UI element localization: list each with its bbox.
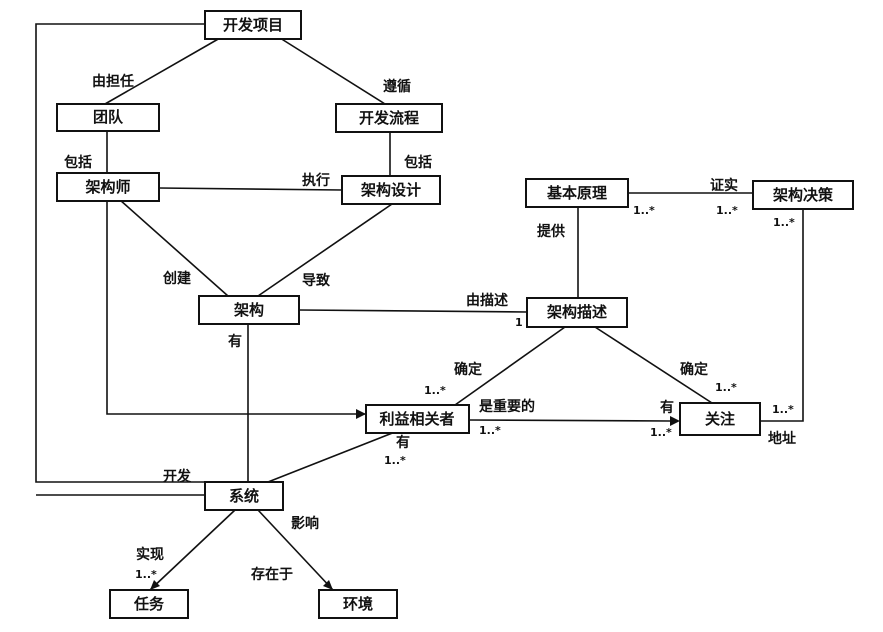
label-address: 地址 xyxy=(768,430,796,447)
label-develops: 开发 xyxy=(163,468,192,485)
edge-project-team xyxy=(104,37,221,105)
svg-text:架构设计: 架构设计 xyxy=(360,181,421,199)
svg-text:利益相关者: 利益相关者 xyxy=(379,410,454,428)
svg-text:基本原理: 基本原理 xyxy=(546,184,607,202)
svg-text:环境: 环境 xyxy=(343,595,373,613)
edge-stakeholder-concern xyxy=(468,419,671,422)
edge-project-process xyxy=(279,37,386,105)
mult-task-top: 1..* xyxy=(135,568,157,581)
svg-text:架构决策: 架构决策 xyxy=(772,186,834,204)
arrowhead-stakeholder xyxy=(356,409,366,419)
node-stakeholder: 利益相关者 xyxy=(365,404,470,434)
mult-description-one: 1 xyxy=(515,316,523,329)
node-concern: 关注 xyxy=(679,402,761,436)
edge-concern-decision xyxy=(760,209,804,422)
node-arch-design: 架构设计 xyxy=(341,175,441,205)
mult-stakeholder-right: 1..* xyxy=(479,424,501,437)
label-includes-process: 包括 xyxy=(404,154,432,171)
label-by-describe: 由描述 xyxy=(466,292,508,309)
svg-text:开发流程: 开发流程 xyxy=(359,109,419,127)
edges xyxy=(35,23,804,591)
node-task: 任务 xyxy=(109,589,189,619)
label-leads-to: 导致 xyxy=(302,272,331,289)
label-exists-in: 存在于 xyxy=(251,566,293,583)
label-implements: 实现 xyxy=(136,546,164,563)
svg-text:任务: 任务 xyxy=(133,595,165,613)
mult-principle-decision-a: 1..* xyxy=(633,204,655,217)
label-has-stakeholder: 有 xyxy=(396,434,410,451)
label-provides: 提供 xyxy=(537,223,565,240)
edge-description-concern xyxy=(594,326,713,404)
svg-text:架构: 架构 xyxy=(233,301,264,319)
label-by-responsible: 由担任 xyxy=(92,73,134,90)
label-proves: 证实 xyxy=(710,177,738,194)
edge-design-architecture xyxy=(257,203,393,297)
label-determines-left: 确定 xyxy=(454,361,482,378)
svg-text:关注: 关注 xyxy=(705,410,735,428)
node-dev-project: 开发项目 xyxy=(204,10,302,40)
arrowhead-concern xyxy=(670,416,680,426)
label-includes-team: 包括 xyxy=(64,154,92,171)
node-arch-description: 架构描述 xyxy=(526,297,628,328)
label-creates: 创建 xyxy=(162,270,191,287)
edge-project-system-loop xyxy=(35,23,205,483)
node-basic-principle: 基本原理 xyxy=(525,178,629,208)
node-arch-decision: 架构决策 xyxy=(752,180,854,210)
edge-system-environment xyxy=(257,509,334,591)
mult-stakeholder-bottom: 1..* xyxy=(384,454,406,467)
multiplicities: 1..* 1..* 1..* 1 1..* 1..* 1..* 1..* 1..… xyxy=(135,204,795,581)
svg-text:架构描述: 架构描述 xyxy=(546,303,607,321)
svg-text:团队: 团队 xyxy=(93,108,124,126)
edge-architect-design xyxy=(158,187,343,191)
svg-text:系统: 系统 xyxy=(229,487,259,505)
mult-concern-right: 1..* xyxy=(772,403,794,416)
mult-decision-bottom: 1..* xyxy=(773,216,795,229)
label-executes: 执行 xyxy=(302,172,330,189)
label-is-important: 是重要的 xyxy=(479,398,535,415)
label-has-architecture: 有 xyxy=(228,333,242,350)
mult-principle-decision-b: 1..* xyxy=(716,204,738,217)
mult-stakeholder-left: 1..* xyxy=(424,384,446,397)
svg-text:架构师: 架构师 xyxy=(84,178,130,196)
node-architect: 架构师 xyxy=(56,172,160,202)
svg-text:开发项目: 开发项目 xyxy=(223,16,283,34)
node-system: 系统 xyxy=(204,481,284,511)
arrowhead-task xyxy=(150,580,160,590)
edge-architect-stakeholder xyxy=(106,200,366,415)
node-environment: 环境 xyxy=(318,589,398,619)
node-architecture: 架构 xyxy=(198,295,300,325)
arrowhead-environment xyxy=(323,580,333,590)
edge-description-stakeholder xyxy=(454,326,566,406)
label-follows: 遵循 xyxy=(383,78,411,95)
edge-system-task xyxy=(149,509,236,591)
node-dev-process: 开发流程 xyxy=(335,103,443,133)
edge-architect-architecture xyxy=(119,199,229,297)
edge-architecture-description xyxy=(298,309,528,313)
label-has-concern: 有 xyxy=(660,399,674,416)
edge-stakeholder-system xyxy=(267,431,396,483)
mult-concern-top: 1..* xyxy=(715,381,737,394)
label-affects: 影响 xyxy=(291,515,319,532)
mult-concern-left: 1..* xyxy=(650,426,672,439)
label-determines-right: 确定 xyxy=(680,361,708,378)
edge-labels: 由担任 遵循 包括 包括 执行 证实 提供 创建 导致 由描述 有 确定 确定 … xyxy=(64,73,796,583)
node-team: 团队 xyxy=(56,103,160,132)
